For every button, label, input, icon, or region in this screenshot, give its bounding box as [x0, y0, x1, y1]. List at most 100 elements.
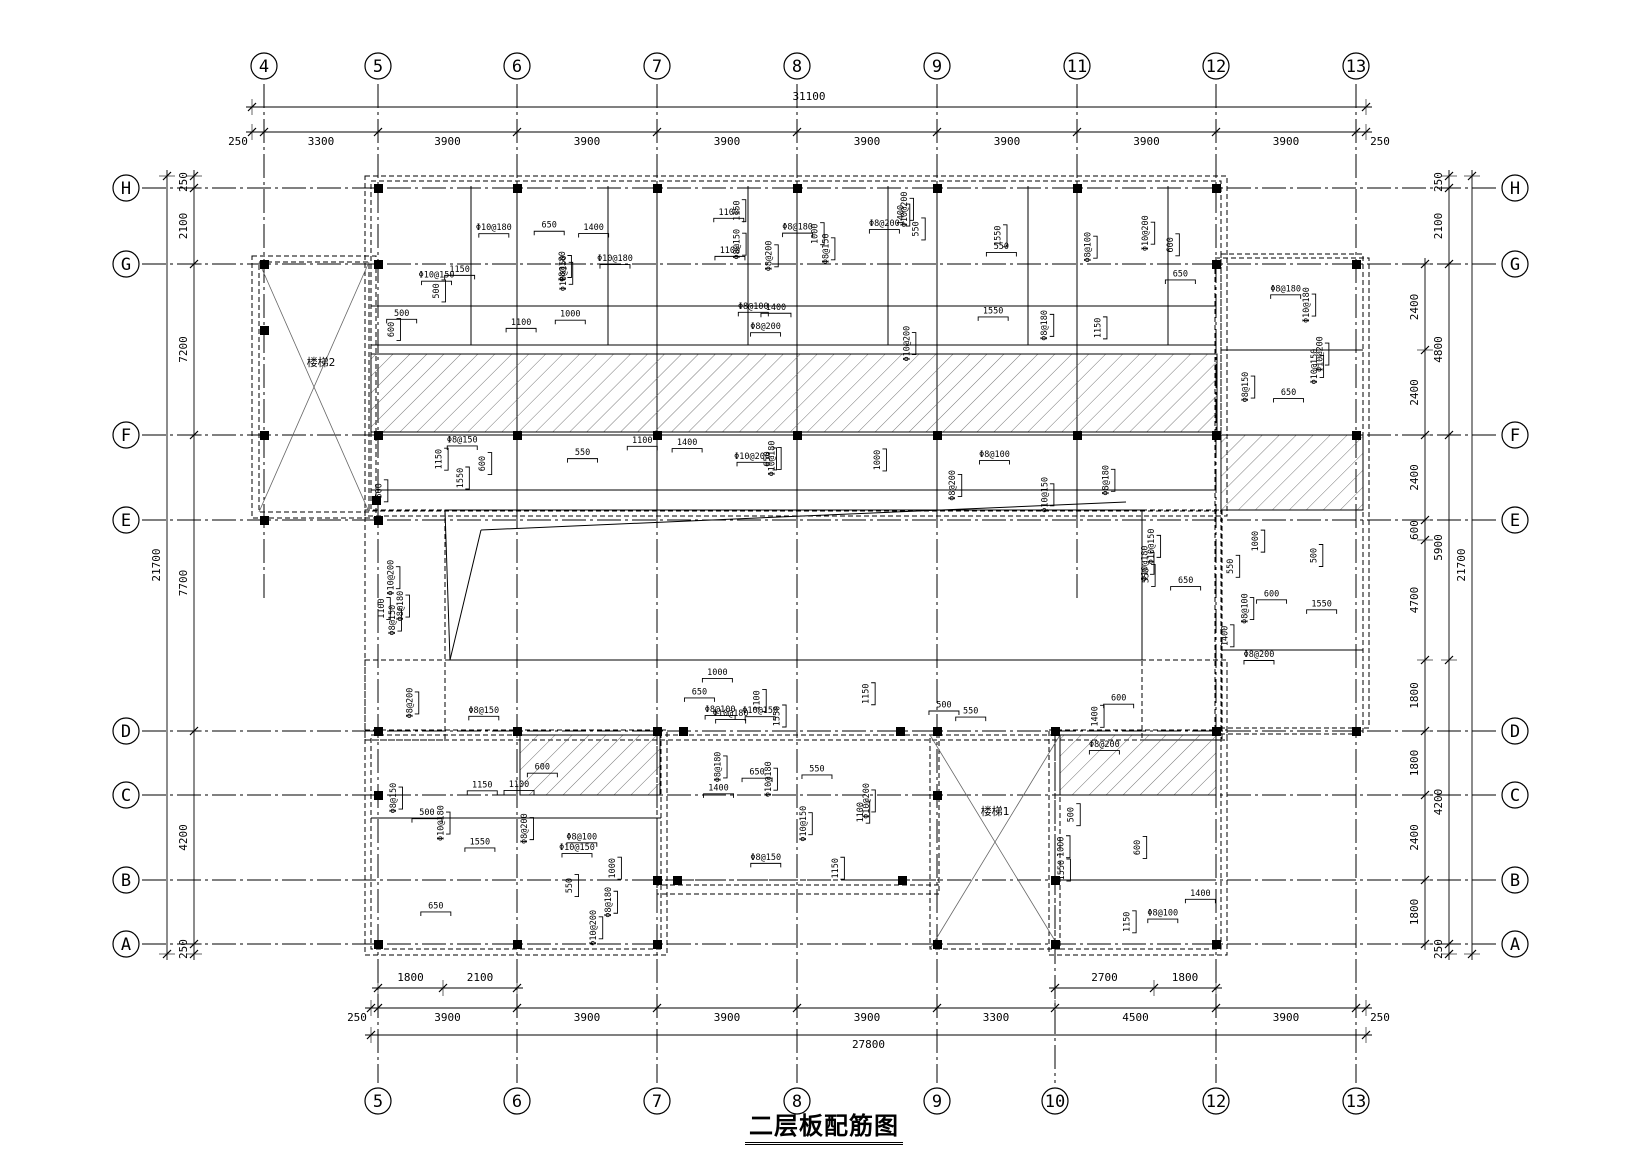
column-6: [793, 184, 802, 193]
axis-bubble-left-H-label: H: [121, 179, 131, 199]
rebar-mark: 500: [1309, 544, 1324, 567]
rebar-label: 650: [763, 451, 773, 466]
dim-top-seg-label-8: 3900: [1273, 135, 1300, 148]
rebar-label: 600: [1166, 237, 1176, 252]
rebar-bracket: [411, 818, 443, 823]
hatched-band-1: [1220, 434, 1364, 511]
rebar-bracket: [568, 261, 574, 285]
axis-bubble-right-H-circle: [1501, 174, 1529, 202]
axis-bubble-top-7: 7: [643, 52, 671, 80]
rebar-mark: Φ8@150: [388, 605, 402, 635]
axis-bubble-left-A-circle: [112, 930, 140, 958]
rebar-label: 1400: [677, 438, 697, 448]
rebar-mark: 550: [1142, 563, 1156, 587]
rebar-label: 1100: [856, 802, 866, 822]
rebar-bracket: [782, 704, 787, 728]
axis-bubble-bottom-10-label: 10: [1045, 1092, 1065, 1112]
rebar-label: 500: [936, 700, 951, 710]
column-28: [374, 791, 383, 800]
rebar-label: 550: [1142, 568, 1152, 583]
rebar-mark: Φ8@100: [566, 832, 598, 847]
rebar-bracket: [1318, 544, 1324, 567]
axis-bubble-left-F-circle: [112, 421, 140, 449]
rebar-bracket: [921, 217, 926, 241]
rebar-bracket: [567, 458, 598, 463]
column-35: [933, 940, 942, 949]
rebar-label: 1150: [831, 858, 841, 878]
axis-bubble-bottom-5-label: 5: [373, 1092, 383, 1112]
rebar-bracket: [830, 237, 836, 261]
axis-bubble-top-4-circle: [250, 52, 278, 80]
dim-bottom-total-label-0: 27800: [852, 1038, 885, 1051]
rebar-label: 1000: [1057, 837, 1067, 857]
rebar-label: 500: [1309, 548, 1319, 563]
axis-bubble-right-H: H: [1501, 174, 1529, 202]
rebar-label: 1550: [1311, 599, 1331, 609]
columns: [260, 184, 1361, 949]
rebar-label: 650: [1281, 388, 1296, 398]
rebar-bracket: [704, 715, 736, 720]
rebar-mark: 1400: [578, 223, 610, 238]
rebar-bracket: [979, 460, 1010, 465]
axis-bubble-top-4: 4: [250, 52, 278, 80]
rebar-mark: 1100: [713, 208, 745, 223]
courtyard-void: [444, 509, 1143, 661]
rebar-mark: Φ10@150: [1147, 528, 1162, 564]
axis-bubble-top-6-label: 6: [512, 57, 522, 77]
rebar-label: 1000: [1251, 531, 1261, 551]
rebar-mark: 500: [1067, 803, 1081, 827]
hatched-band-3: [1059, 734, 1217, 796]
rebar-mark: Φ8@180: [782, 223, 814, 238]
axis-bubble-left-E: E: [112, 506, 140, 534]
rebar-label: 650: [1173, 269, 1188, 279]
axis-bubble-bottom-13-circle: [1342, 1087, 1370, 1115]
dim-top-seg-label-1: 3300: [308, 135, 335, 148]
rebar-label: Φ8@200: [765, 240, 775, 271]
rebar-label: Φ8@100: [1240, 593, 1250, 624]
rebar-mark: 1100: [626, 436, 658, 451]
rebar-bracket: [444, 447, 449, 471]
rebar-mark: 650: [533, 221, 565, 236]
rebar-label: Φ10@180: [476, 223, 512, 233]
rebar-mark: 1000: [608, 856, 622, 880]
rebar-label: Φ8@150: [733, 229, 743, 260]
dim-right-inner-label-8: 1800: [1408, 899, 1421, 926]
axis-bubble-top-6: 6: [503, 52, 531, 80]
rebar-label: Φ8@100: [1084, 232, 1094, 263]
rebar-label: Φ10@200: [1315, 336, 1325, 372]
rebar-bracket: [395, 566, 401, 590]
rebar-bracket: [985, 252, 1017, 257]
rebar-label: Φ10@180: [1140, 545, 1150, 581]
rebar-mark: Φ8@150: [821, 233, 836, 264]
column-11: [1073, 431, 1082, 440]
rebar-bracket: [444, 274, 476, 280]
rebar-bracket: [405, 594, 410, 618]
axis-grid-lines: [142, 84, 1500, 1083]
rebar-label: 1000: [873, 450, 883, 470]
rebar-label: 500: [419, 808, 434, 818]
rebar-bracket: [772, 447, 777, 471]
outline-south-east-outer: [1048, 729, 1228, 956]
rebar-label: Φ8@200: [1089, 740, 1120, 750]
rebar-label: 1550: [456, 468, 466, 488]
rebar-bracket: [1273, 398, 1304, 403]
rebar-label: 600: [1264, 589, 1279, 599]
rebar-bracket: [1184, 898, 1216, 904]
axis-bubble-top-9: 9: [923, 52, 951, 80]
column-20: [1352, 431, 1361, 440]
dim-bottom-seg-label-3: 3900: [714, 1011, 741, 1024]
rebar-label: 1150: [472, 780, 492, 790]
column-25: [1051, 727, 1060, 736]
axis-bubble-top-9-circle: [923, 52, 951, 80]
rebar-mark: Φ8@180: [1040, 310, 1055, 341]
rebar-bracket: [1102, 316, 1108, 340]
column-33: [513, 940, 522, 949]
rebar-bracket: [741, 777, 773, 783]
rebar-label: Φ8@200: [948, 470, 958, 501]
rebar-bracket: [977, 316, 1009, 321]
rebar-mark: 1000: [701, 668, 733, 683]
rebar-bracket: [414, 691, 420, 715]
rebar-bracket: [742, 232, 747, 256]
rebar-label: Φ10@200: [589, 910, 599, 946]
rebar-bracket: [1103, 703, 1135, 709]
